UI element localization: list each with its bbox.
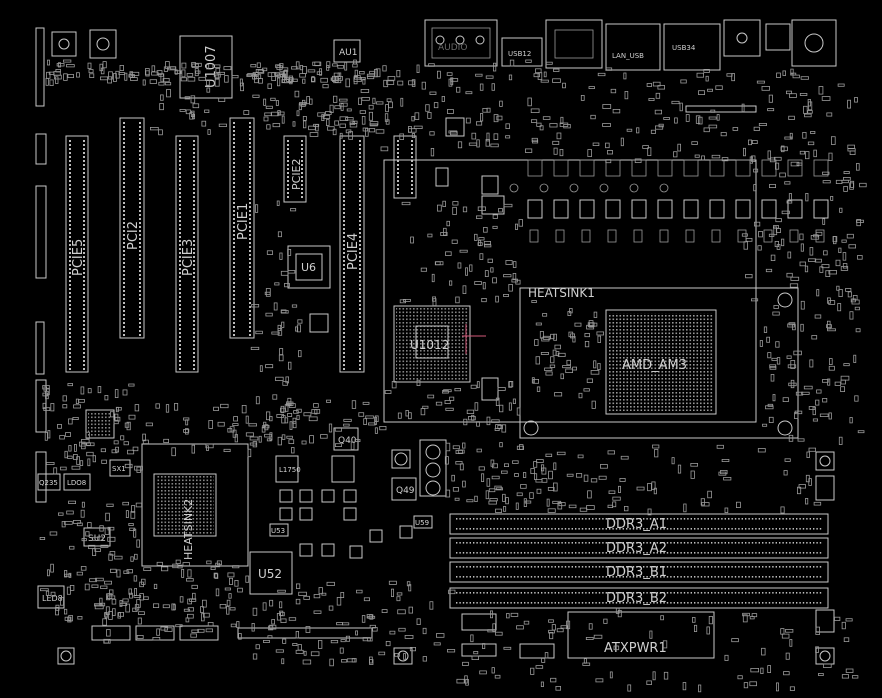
u53-label: U53 <box>271 527 285 535</box>
pci2-slot <box>119 117 145 339</box>
pcie3-label: PCIE3 <box>181 239 196 276</box>
ddr3-b1-label: DDR3_B1 <box>606 565 667 580</box>
pcie1-label: PCIE1 <box>236 203 251 240</box>
southbridge-area: HEATSINK2 U52 SU2 LED8 LDO8 SX1 Q235 <box>37 409 293 609</box>
power-components: L1750 Q40 Q49 U59 U53 <box>269 427 447 559</box>
heatsink1-label: HEATSINK1 <box>528 286 595 300</box>
led8-label: LED8 <box>42 594 63 603</box>
audio-label: AUDIO <box>438 43 467 53</box>
ldo8-label: LDO8 <box>67 479 86 487</box>
u59-label: U59 <box>415 519 429 527</box>
hs-south-label: HEATSINK2 <box>182 499 195 560</box>
passive-components <box>39 59 867 693</box>
ddr3-b2-slot <box>449 587 829 609</box>
lan-connector <box>545 19 603 69</box>
pcie4-slot <box>339 135 365 373</box>
pcie2-slot <box>283 135 307 203</box>
ddr3-slots: DDR3_A1 DDR3_A2 DDR3_B1 DDR3_B2 ATXPWR1 <box>449 513 829 659</box>
pcie5-label: PCIE5 <box>71 239 86 276</box>
sx1-label: SX1 <box>112 465 126 473</box>
u1007-chip <box>179 35 233 99</box>
ddr3-a1-slot <box>449 513 829 535</box>
lan-label: LAN_USB <box>612 52 644 60</box>
pci2-label: PCI2 <box>126 221 141 250</box>
u6-chip <box>287 245 331 289</box>
south-heatsink <box>141 443 249 567</box>
cpu-area: HEATSINK1 AMD_AM3 U1012 U6 <box>287 117 829 439</box>
rear-io-area: U1007 AU1 AUDIO USB12 LAN_USB USB34 <box>51 19 837 113</box>
left-headers <box>35 27 47 503</box>
u6-label: U6 <box>301 261 316 274</box>
au1-label: AU1 <box>339 48 357 58</box>
pcie5-slot <box>65 135 89 373</box>
pcie-slots: PCIE5 PCI2 PCIE3 PCIE1 PCIE2 PCIE4 <box>65 117 417 373</box>
ddr3-a2-label: DDR3_A2 <box>606 541 667 556</box>
pcie1-slot <box>229 117 255 339</box>
am3-socket <box>605 309 717 415</box>
ddr3-a2-slot <box>449 537 829 559</box>
usb-r-label: USB34 <box>672 44 696 52</box>
q49-label: Q49 <box>396 486 415 496</box>
pcie2-label: PCIE2 <box>290 158 303 190</box>
q235-label: Q235 <box>39 479 58 487</box>
usb-top-label: USB12 <box>508 50 531 58</box>
audio-connector <box>424 19 498 67</box>
pcie3-slot <box>175 135 199 373</box>
u1012-chip <box>393 305 471 383</box>
bottom-headers <box>57 451 835 665</box>
atxpwr1-label: ATXPWR1 <box>604 641 667 656</box>
ddr3-b2-label: DDR3_B2 <box>606 591 667 606</box>
ddr3-b1-slot <box>449 561 829 583</box>
u52-chip <box>249 551 293 595</box>
u1012-label: U1012 <box>410 338 449 352</box>
atxpwr1-connector <box>567 611 715 659</box>
heatsink1-outline <box>519 287 799 439</box>
ddr3-a1-label: DDR3_A1 <box>606 517 667 532</box>
u52-label: U52 <box>258 567 282 581</box>
q40-label: Q40 <box>338 436 357 446</box>
pcie4-label: PCIE4 <box>346 233 361 270</box>
am3-label: AMD_AM3 <box>622 358 687 373</box>
l1750-label: L1750 <box>279 466 301 474</box>
